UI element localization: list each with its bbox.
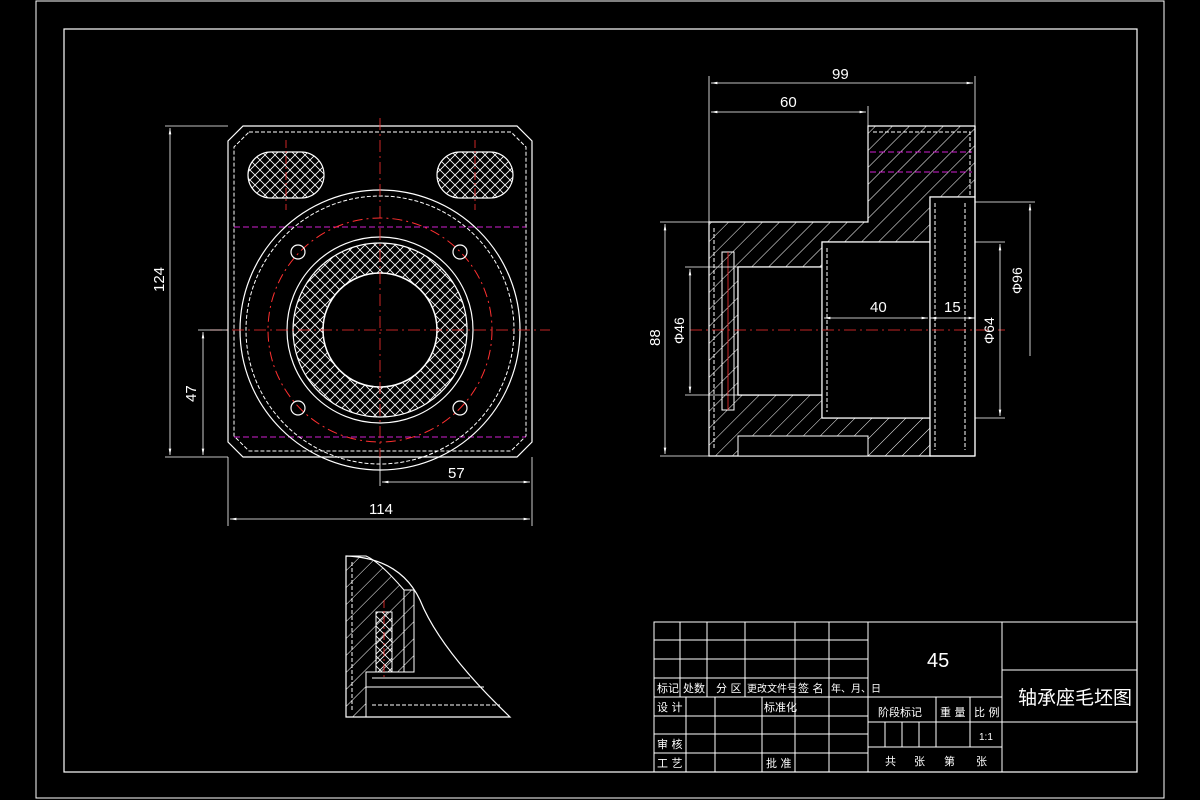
dim-bore-depth: 40	[870, 299, 887, 316]
dim-step-width: 15	[944, 299, 961, 316]
dim-length-step: 60	[780, 94, 797, 111]
tb-zone: 分 区	[716, 682, 742, 695]
tb-mark: 标记	[657, 681, 679, 695]
dim-bore-small: Φ46	[671, 317, 687, 344]
dim-height-center: 47	[183, 385, 200, 402]
dim-outer-diameter: Φ96	[1009, 267, 1025, 294]
tb-approve: 批 准	[766, 756, 792, 770]
tb-change-doc: 更改文件号	[747, 682, 797, 695]
part-name: 轴承座毛坯图	[1018, 687, 1132, 709]
front-view: 124 47 57 114	[151, 118, 550, 526]
outer-frame	[35, 0, 1165, 799]
dim-bore-large: Φ64	[981, 317, 997, 344]
dim-height-total: 124	[151, 267, 168, 292]
side-view: 99 60 88 Φ46 40 15 Φ64 Φ96	[647, 66, 1035, 457]
inner-frame	[63, 28, 1138, 773]
tb-no: 第	[944, 754, 955, 768]
title-block-text: 45 轴承座毛坯图 标记 处数 分 区 更改文件号 签 名 年、月、日 设 计 …	[657, 650, 1132, 770]
tb-design: 设 计	[657, 701, 683, 714]
dim-width-total: 114	[369, 501, 393, 518]
detail-view	[345, 555, 512, 718]
tb-review: 审 核	[657, 737, 683, 751]
tb-scale: 1:1	[979, 732, 993, 743]
tb-count: 处数	[683, 682, 705, 695]
tb-stage-mark: 阶段标记	[878, 705, 922, 719]
dim-height-side: 88	[647, 329, 664, 346]
tb-date: 年、月、日	[831, 682, 881, 695]
tb-sign: 签 名	[798, 681, 824, 695]
tb-ratio: 比 例	[974, 705, 1000, 719]
dim-length-total: 99	[832, 66, 849, 83]
tb-process: 工 艺	[657, 757, 683, 770]
tb-weight: 重 量	[940, 705, 966, 719]
title-block	[653, 621, 1138, 773]
tb-total: 共	[885, 755, 896, 768]
tb-standardize: 标准化	[764, 700, 797, 714]
tb-sheet2: 张	[976, 755, 987, 768]
dim-half-width: 57	[448, 465, 465, 482]
tb-sheet1: 张	[914, 755, 925, 768]
material-label: 45	[927, 650, 949, 672]
